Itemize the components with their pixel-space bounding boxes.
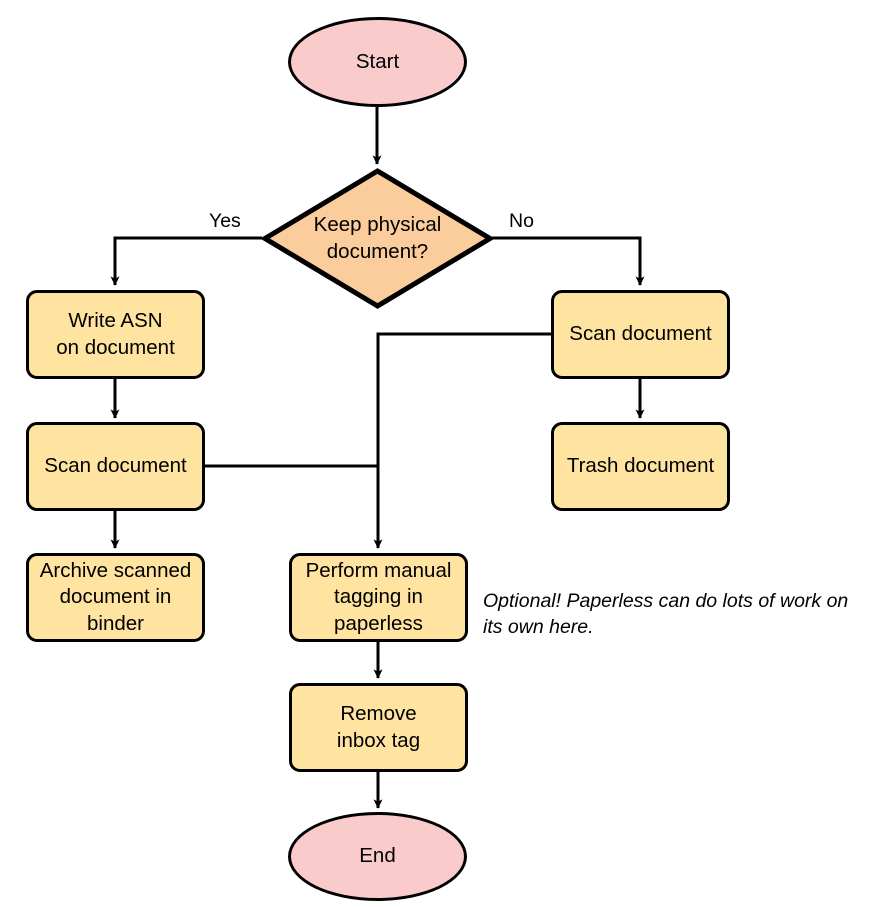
edge-label-no: No: [509, 210, 534, 232]
edge-label-yes: Yes: [209, 210, 241, 232]
annotation-optional-note: Optional! Paperless can do lots of work …: [483, 590, 849, 638]
node-perform-manual-tagging-label: Perform manual tagging in paperless: [305, 559, 452, 635]
node-start[interactable]: Start: [288, 17, 467, 107]
node-scan-document-right[interactable]: Scan document: [551, 290, 730, 379]
edge-decision-to-write-asn: [110, 236, 262, 286]
node-end[interactable]: End: [288, 812, 467, 901]
node-end-label: End: [359, 844, 396, 868]
diamond-shape: [262, 168, 493, 309]
node-keep-physical-document-decision[interactable]: Keep physical document?: [262, 168, 493, 309]
node-trash-document-label: Trash document: [566, 454, 715, 478]
node-scan-document-right-label: Scan document: [569, 322, 712, 346]
node-write-asn-label: Write ASN on document: [56, 309, 175, 359]
node-remove-inbox-tag[interactable]: Remove inbox tag: [289, 683, 468, 772]
node-archive-scanned-document[interactable]: Archive scanned document in binder: [26, 553, 205, 642]
node-scan-document-left-label: Scan document: [44, 454, 187, 478]
edge-scan-right-to-tagging: [373, 332, 551, 549]
node-trash-document[interactable]: Trash document: [551, 422, 730, 511]
node-perform-manual-tagging[interactable]: Perform manual tagging in paperless: [289, 553, 468, 642]
node-start-label: Start: [355, 49, 400, 73]
node-decision-label: Keep physical document?: [313, 213, 442, 263]
node-write-asn-on-document[interactable]: Write ASN on document: [26, 290, 205, 379]
node-scan-document-left[interactable]: Scan document: [26, 422, 205, 511]
node-remove-inbox-tag-label: Remove inbox tag: [336, 702, 421, 752]
node-archive-label: Archive scanned document in binder: [39, 559, 192, 635]
edge-decision-to-scan-right: [492, 236, 645, 286]
